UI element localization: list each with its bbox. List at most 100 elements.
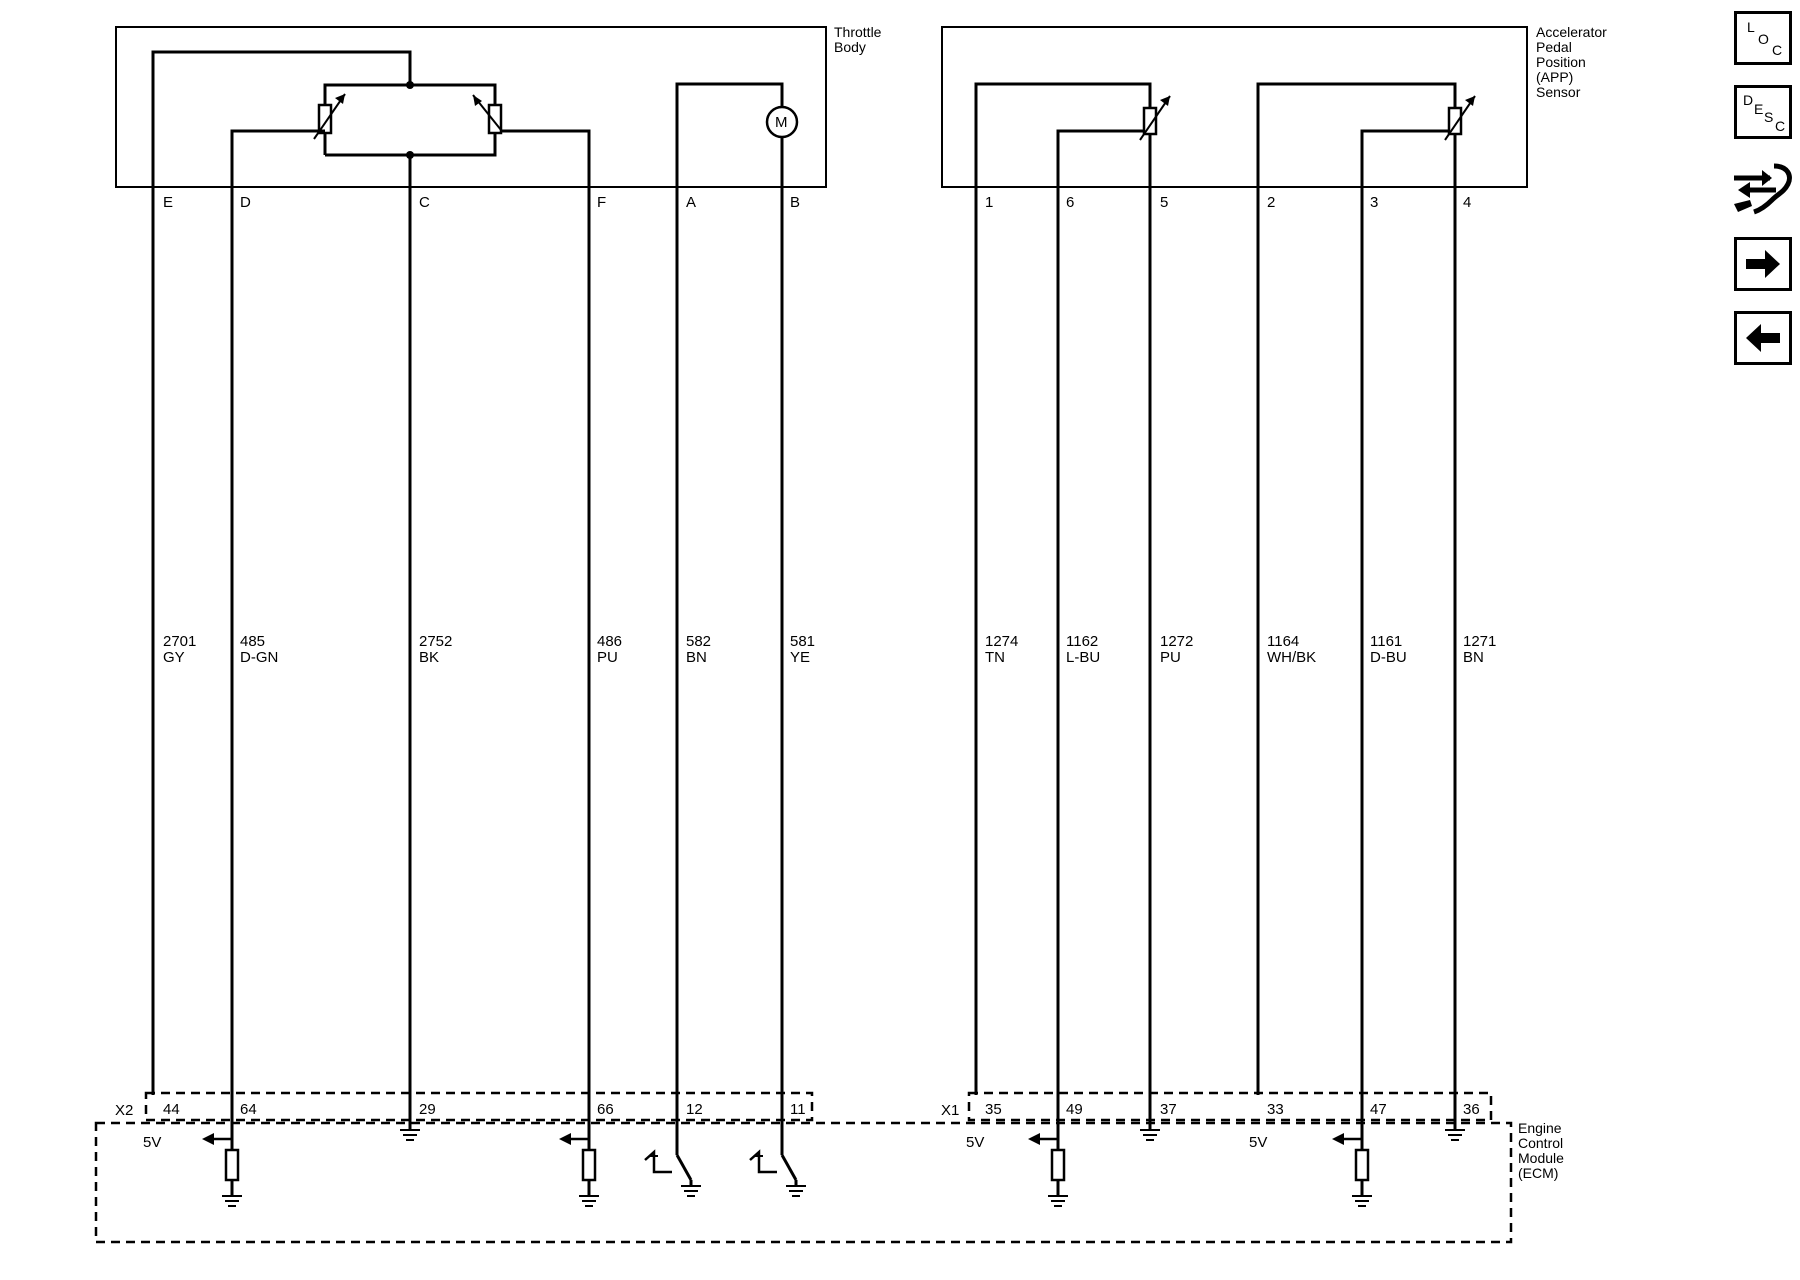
throttle-pin: F	[597, 194, 606, 211]
signal-input-pulldown	[559, 1133, 599, 1207]
svg-text:BK: BK	[419, 649, 439, 666]
ecm-pin: 64	[240, 1101, 257, 1118]
x1-connector-box	[967, 1091, 1493, 1122]
svg-text:BN: BN	[1463, 649, 1484, 666]
ecm-pin: 11	[790, 1101, 806, 1118]
svg-text:D-BU: D-BU	[1370, 649, 1407, 666]
x2-connector-box	[144, 1091, 814, 1122]
signal-input-pulldown	[1028, 1133, 1068, 1207]
throttle-pin: A	[686, 194, 696, 211]
ecm-pin: 66	[597, 1101, 614, 1118]
svg-text:2752: 2752	[419, 633, 452, 650]
app-sensor-internals	[974, 82, 1476, 1150]
svg-text:D-GN: D-GN	[240, 649, 278, 666]
label-line: Pedal	[1536, 39, 1572, 55]
throttle-body-internals	[151, 50, 799, 1155]
svg-text:1162: 1162	[1066, 633, 1098, 650]
ecm-pin: 33	[1267, 1101, 1284, 1118]
label-line: Accelerator	[1536, 24, 1607, 40]
supply-5v-label: 5V	[143, 1134, 161, 1151]
ecm-pin: 44	[163, 1101, 180, 1118]
throttle-pin: E	[163, 194, 173, 211]
svg-text:486: 486	[597, 633, 622, 650]
ground-symbol	[1445, 1129, 1465, 1141]
supply-5v-label: 5V	[1249, 1134, 1267, 1151]
desc-letter: E	[1754, 101, 1764, 117]
label-line: Sensor	[1536, 84, 1581, 100]
label-line: (APP)	[1536, 69, 1573, 85]
motor-symbol: M	[775, 114, 788, 131]
app-pin: 5	[1160, 194, 1168, 211]
svg-text:WH/BK: WH/BK	[1267, 649, 1316, 666]
app-pin: 4	[1463, 194, 1471, 211]
ecm-pin: 35	[985, 1101, 1002, 1118]
desc-letter: C	[1775, 118, 1786, 134]
app-pin: 6	[1066, 194, 1074, 211]
connector-tool-button[interactable]	[1730, 160, 1794, 220]
app-pin: 2	[1267, 194, 1275, 211]
svg-text:TN: TN	[985, 649, 1005, 666]
svg-text:1274: 1274	[985, 633, 1018, 650]
next-button[interactable]	[1734, 237, 1792, 291]
svg-text:PU: PU	[1160, 649, 1181, 666]
svg-text:582: 582	[686, 633, 711, 650]
connector-tool-icon	[1734, 163, 1792, 215]
throttle-pin: C	[419, 194, 430, 211]
ecm-pin: 47	[1370, 1101, 1387, 1118]
arrow-right-icon	[1746, 250, 1780, 278]
svg-text:1164: 1164	[1267, 633, 1299, 650]
ecm-pin: 36	[1463, 1101, 1480, 1118]
label-line: Throttle	[834, 24, 882, 40]
label-line: Body	[834, 39, 866, 55]
app-pin: 1	[985, 194, 993, 211]
svg-text:581: 581	[790, 633, 815, 650]
previous-button[interactable]	[1734, 311, 1792, 365]
x2-connector-label: X2	[115, 1102, 133, 1119]
ground-symbol	[1140, 1129, 1160, 1141]
loc-button[interactable]: L O C	[1734, 11, 1792, 65]
throttle-body-box	[115, 26, 827, 188]
svg-text:GY: GY	[163, 649, 185, 666]
svg-text:1271: 1271	[1463, 633, 1496, 650]
arrow-left-icon	[1746, 324, 1780, 352]
app-sensor-box	[941, 26, 1528, 188]
svg-text:485: 485	[240, 633, 265, 650]
supply-5v-label: 5V	[966, 1134, 984, 1151]
motor-driver-switch	[644, 1149, 701, 1197]
ecm-pin: 49	[1066, 1101, 1083, 1118]
label-line: Engine	[1518, 1120, 1562, 1136]
loc-letter: L	[1747, 19, 1755, 35]
ecm-pin: 12	[686, 1101, 703, 1118]
ecm-box	[94, 1121, 1513, 1244]
svg-text:L-BU: L-BU	[1066, 649, 1100, 666]
signal-input-pulldown	[1332, 1133, 1372, 1207]
ground-symbol	[400, 1129, 420, 1141]
svg-text:1161: 1161	[1370, 633, 1402, 650]
svg-text:PU: PU	[597, 649, 618, 666]
app-pin: 3	[1370, 194, 1378, 211]
svg-text:2701: 2701	[163, 633, 196, 650]
label-line: Module	[1518, 1150, 1564, 1166]
throttle-pin: D	[240, 194, 251, 211]
motor-driver-switch	[749, 1149, 806, 1197]
svg-text:1272: 1272	[1160, 633, 1193, 650]
desc-button[interactable]: D E S C	[1734, 85, 1792, 139]
label-line: (ECM)	[1518, 1165, 1558, 1181]
loc-letter: O	[1758, 31, 1769, 47]
label-line: Control	[1518, 1135, 1563, 1151]
loc-letter: C	[1772, 42, 1783, 58]
ecm-pin: 29	[419, 1101, 436, 1118]
svg-text:YE: YE	[790, 649, 810, 666]
desc-letter: S	[1764, 109, 1774, 125]
